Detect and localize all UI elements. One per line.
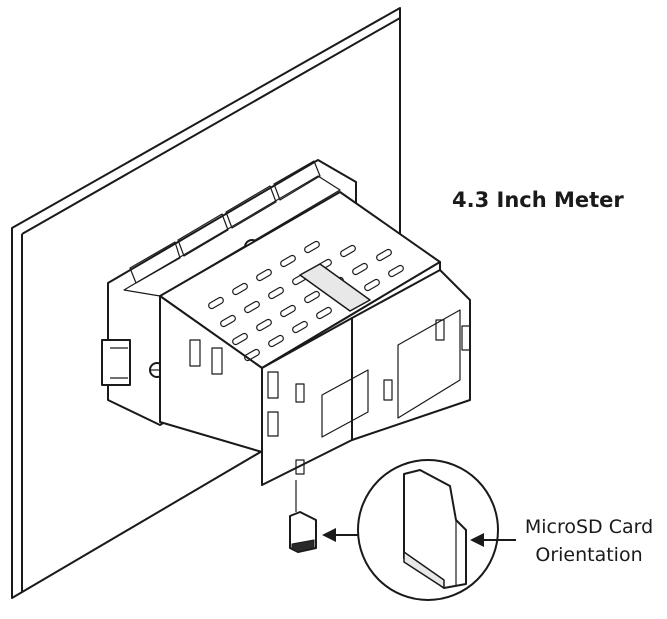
callout-line-2: Orientation [535, 544, 643, 566]
microsd-card-large [403, 469, 467, 589]
arrow-left-icon [470, 533, 516, 547]
microsd-card-small [289, 511, 317, 553]
meter-rear-module [189, 269, 471, 486]
diagram-title: 4.3 Inch Meter [452, 188, 624, 212]
callout-line-1: MicroSD Card [524, 516, 654, 538]
